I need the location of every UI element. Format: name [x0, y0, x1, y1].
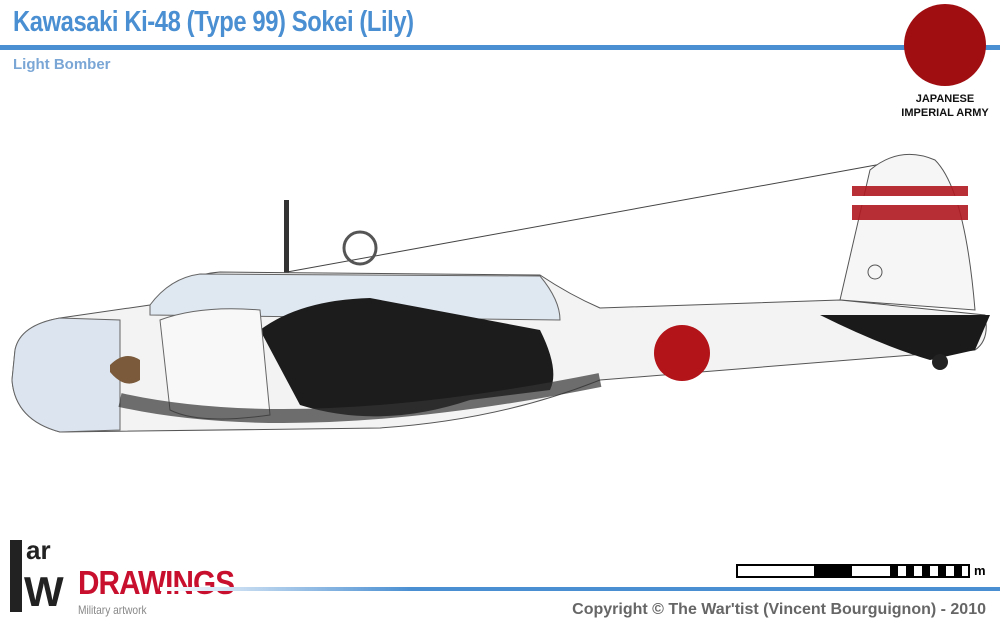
logo-bar: [10, 540, 22, 612]
logo-drawings-text: DRAWINGS: [78, 564, 235, 601]
direction-finder-loop: [342, 230, 378, 266]
engine-cowling: [159, 308, 271, 420]
engine-nacelle-wing: [260, 298, 554, 417]
header-divider: [0, 45, 1000, 50]
fuselage-hinomaru: [654, 325, 710, 381]
tail-wheel: [932, 354, 948, 370]
page-title: Kawasaki Ki-48 (Type 99) Sokei (Lily): [13, 6, 414, 38]
tail-fin: [839, 153, 976, 311]
nationality-label: JAPANESE IMPERIAL ARMY: [880, 92, 1000, 120]
aircraft-role: Light Bomber: [13, 56, 111, 73]
antenna-mast: [284, 200, 289, 275]
tail-stripe-white: [852, 196, 968, 205]
scale-unit: m: [974, 563, 986, 578]
tail-marking: [867, 264, 883, 280]
footer-divider: [160, 587, 1000, 591]
lower-fuselage-shadow: [118, 373, 602, 423]
propeller-spinner: [110, 356, 140, 384]
logo-tagline: Military artwork: [78, 603, 147, 617]
scale-bar: [736, 564, 970, 578]
hinomaru-roundel-icon: [904, 4, 986, 86]
canopy: [149, 273, 561, 321]
glazed-nose: [11, 317, 121, 433]
copyright-text: Copyright © The War'tist (Vincent Bourgu…: [572, 601, 986, 618]
aircraft-side-view: [11, 153, 990, 433]
logo-letter-w: W: [24, 568, 64, 615]
logo-text-top: ar: [26, 535, 51, 565]
nationality-line1: JAPANESE: [915, 93, 975, 105]
horizontal-stabilizer: [820, 315, 990, 360]
antenna-wire: [286, 162, 888, 273]
nationality-line2: IMPERIAL ARMY: [901, 107, 989, 119]
